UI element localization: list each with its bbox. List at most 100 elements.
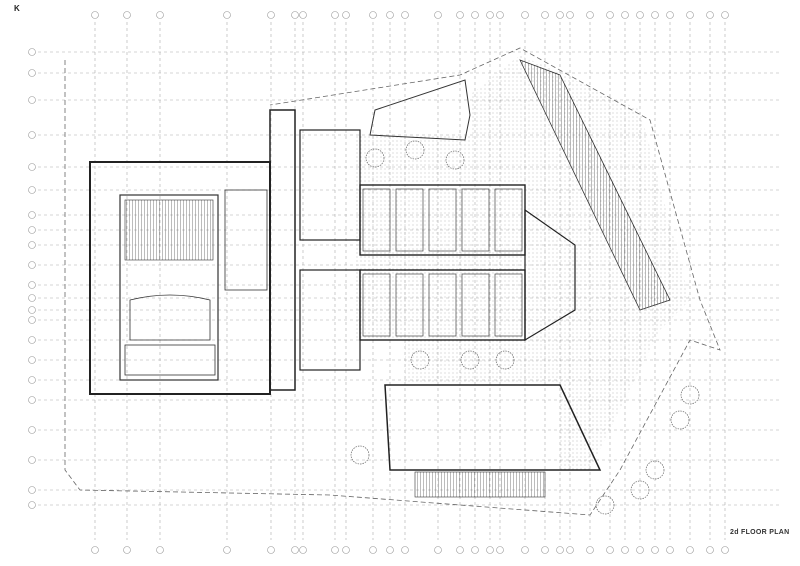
hotel-room bbox=[461, 273, 490, 337]
grid-bubble bbox=[556, 11, 564, 19]
grid-bubble bbox=[28, 356, 36, 364]
hotel-room bbox=[428, 188, 457, 252]
upper-wing bbox=[369, 79, 471, 141]
grid-bubble bbox=[291, 546, 299, 554]
grid-bubble bbox=[566, 546, 574, 554]
grid-bubble bbox=[28, 69, 36, 77]
grid-bubble bbox=[28, 486, 36, 494]
grid-bubble bbox=[521, 546, 529, 554]
north-label: K bbox=[14, 4, 20, 13]
grid-bubble bbox=[721, 11, 729, 19]
grid-bubble bbox=[299, 546, 307, 554]
tree-symbol bbox=[670, 410, 690, 430]
grid-bubble bbox=[299, 11, 307, 19]
grid-bubble bbox=[606, 546, 614, 554]
grid-bubble bbox=[28, 48, 36, 56]
grid-bubble bbox=[28, 306, 36, 314]
grid-bubble bbox=[706, 11, 714, 19]
site-plan bbox=[64, 47, 721, 516]
grid-bubble bbox=[331, 11, 339, 19]
grid-bubble bbox=[331, 546, 339, 554]
tree-symbol bbox=[405, 140, 425, 160]
grid-bubble bbox=[401, 11, 409, 19]
grid-bubble bbox=[521, 11, 529, 19]
grid-bubble bbox=[586, 11, 594, 19]
grid-bubble bbox=[686, 11, 694, 19]
lower-building bbox=[384, 384, 602, 471]
grid-bubble bbox=[28, 211, 36, 219]
hotel-room bbox=[395, 188, 424, 252]
grid-bubble bbox=[456, 11, 464, 19]
foyer bbox=[224, 189, 268, 291]
seating-rows bbox=[124, 199, 214, 261]
grid-bubble bbox=[28, 376, 36, 384]
tree-symbol bbox=[460, 350, 480, 370]
grid-bubble bbox=[496, 11, 504, 19]
grid-bubble bbox=[267, 11, 275, 19]
grid-bubble bbox=[28, 316, 36, 324]
hotel-room bbox=[395, 273, 424, 337]
canopy-structure bbox=[519, 59, 671, 311]
grid-bubble bbox=[621, 546, 629, 554]
grid-bubble bbox=[342, 11, 350, 19]
tree-symbol bbox=[365, 148, 385, 168]
hotel-room bbox=[494, 273, 523, 337]
tree-symbol bbox=[350, 445, 370, 465]
grid-bubble bbox=[156, 11, 164, 19]
grid-bubble bbox=[666, 11, 674, 19]
grid-bubble bbox=[369, 11, 377, 19]
auditorium bbox=[119, 194, 219, 381]
grid-bubble bbox=[28, 241, 36, 249]
grid-bubble bbox=[471, 546, 479, 554]
grid-bubble bbox=[486, 546, 494, 554]
hotel-room bbox=[461, 188, 490, 252]
grid-bubble bbox=[651, 546, 659, 554]
grid-bubble bbox=[91, 11, 99, 19]
grid-bubble bbox=[606, 11, 614, 19]
grid-bubble bbox=[28, 294, 36, 302]
hotel-room bbox=[494, 188, 523, 252]
hotel-room bbox=[362, 273, 391, 337]
grid-bubble bbox=[123, 11, 131, 19]
grid-bubble bbox=[386, 11, 394, 19]
lower-steps bbox=[414, 471, 546, 498]
grid-bubble bbox=[586, 546, 594, 554]
circulation-core bbox=[269, 109, 296, 391]
tree-symbol bbox=[680, 385, 700, 405]
grid-bubble bbox=[28, 226, 36, 234]
grid-bubble bbox=[156, 546, 164, 554]
grid-bubble bbox=[28, 456, 36, 464]
grid-bubble bbox=[651, 11, 659, 19]
grid-bubble bbox=[291, 11, 299, 19]
hotel-room bbox=[428, 273, 457, 337]
grid-bubble bbox=[267, 546, 275, 554]
grid-bubble bbox=[386, 546, 394, 554]
grid-bubble bbox=[496, 546, 504, 554]
grid-bubble bbox=[223, 11, 231, 19]
grid-bubble bbox=[369, 546, 377, 554]
tree-symbol bbox=[595, 495, 615, 515]
grid-bubble bbox=[721, 546, 729, 554]
stage-area bbox=[129, 294, 211, 341]
grid-bubble bbox=[28, 186, 36, 194]
grid-bubble bbox=[28, 261, 36, 269]
tree-symbol bbox=[630, 480, 650, 500]
grid-bubble bbox=[456, 546, 464, 554]
stage-pit bbox=[124, 344, 216, 376]
grid-bubble bbox=[636, 11, 644, 19]
grid-bubble bbox=[28, 336, 36, 344]
grid-bubble bbox=[91, 546, 99, 554]
grid-bubble bbox=[28, 426, 36, 434]
grid-bubble bbox=[434, 546, 442, 554]
tree-symbol bbox=[645, 460, 665, 480]
grid-bubble bbox=[686, 546, 694, 554]
grid-bubble bbox=[28, 501, 36, 509]
hotel-room bbox=[362, 188, 391, 252]
grid-bubble bbox=[223, 546, 231, 554]
grid-bubble bbox=[123, 546, 131, 554]
grid-bubble bbox=[28, 163, 36, 171]
grid-bubble bbox=[541, 11, 549, 19]
grid-bubble bbox=[666, 546, 674, 554]
